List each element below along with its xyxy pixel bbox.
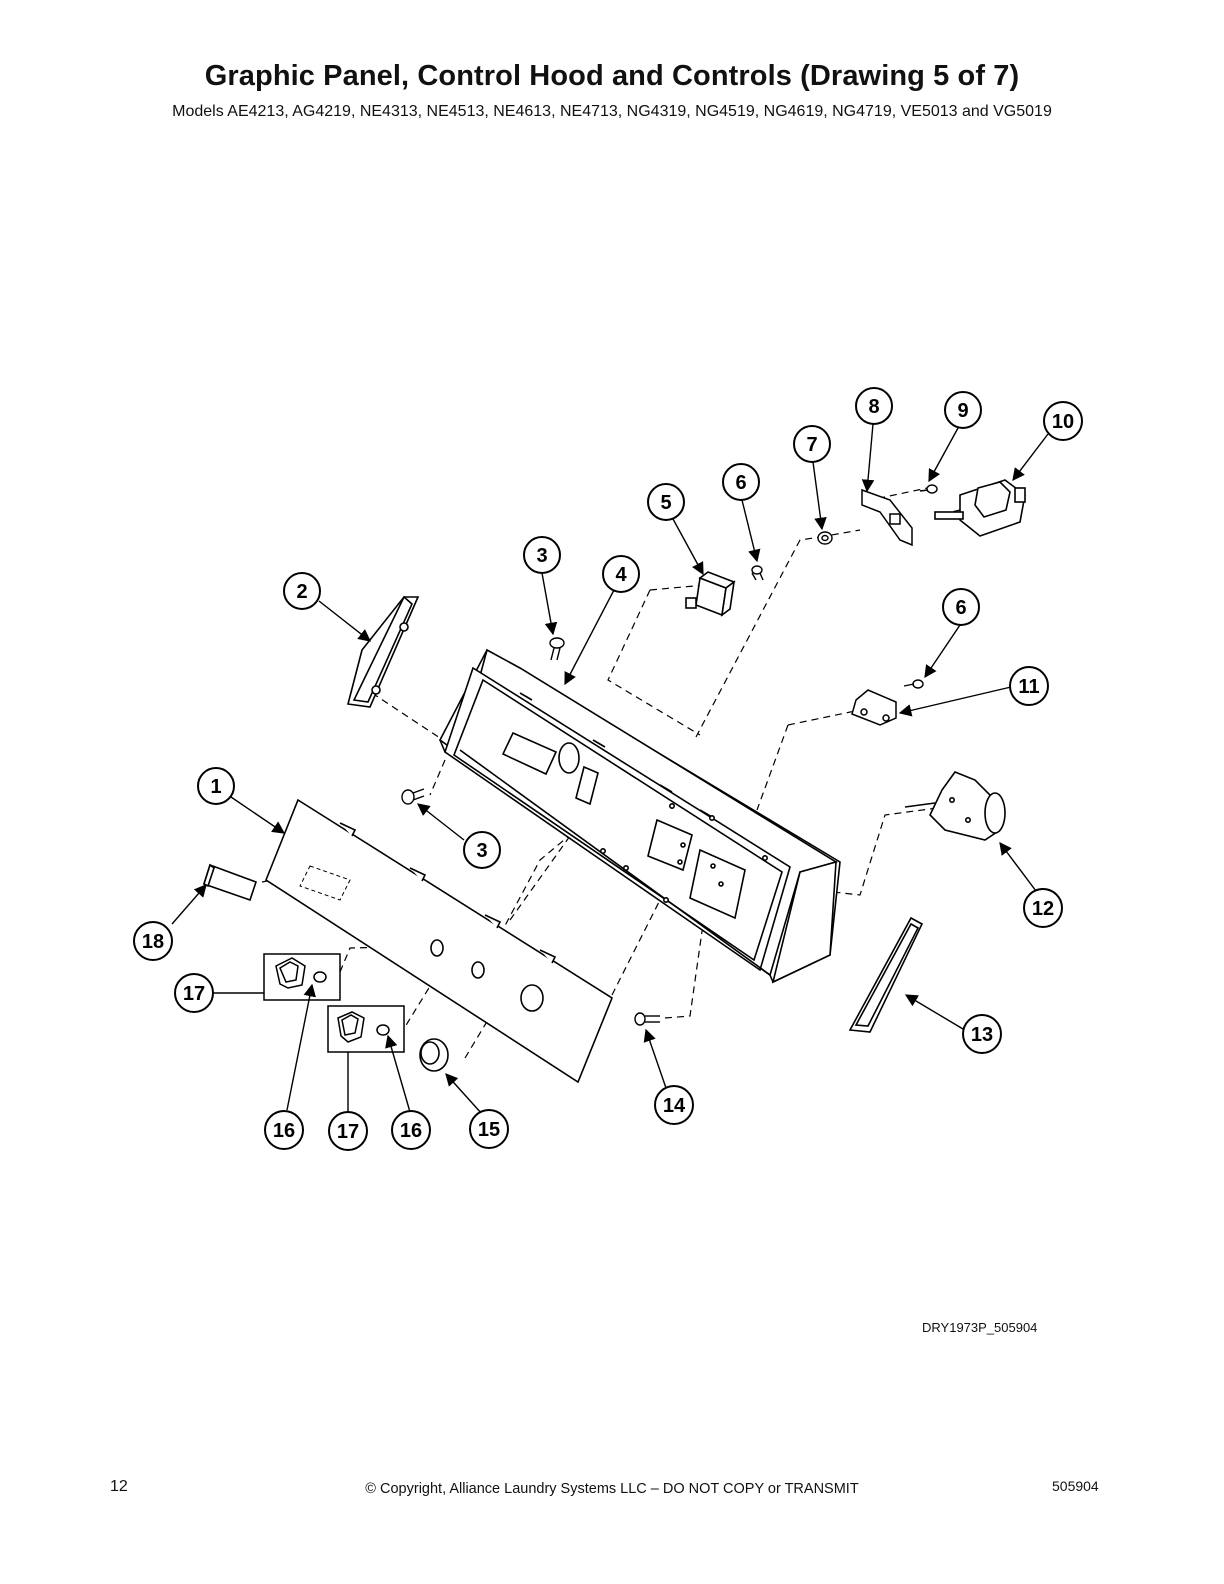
callout-12 <box>1023 888 1063 928</box>
callout-4 <box>602 555 640 593</box>
screw-6-lower <box>903 679 924 689</box>
document-number: 505904 <box>1052 1478 1099 1494</box>
timer-part <box>904 771 1006 841</box>
knob-large <box>419 1038 449 1072</box>
callout-label-15: 15 <box>478 1119 500 1141</box>
end-cap-left <box>346 595 420 708</box>
callout-17b <box>328 1111 368 1151</box>
callout-10 <box>1043 401 1083 441</box>
callout-label-6a: 6 <box>735 472 746 494</box>
callout-label-6b: 6 <box>955 597 966 619</box>
callout-3a <box>523 536 561 574</box>
callout-label-10: 10 <box>1052 411 1074 433</box>
models-subtitle: Models AE4213, AG4219, NE4313, NE4513, N… <box>172 103 1052 120</box>
callout-circles <box>133 387 1083 1151</box>
callout-1 <box>197 767 235 805</box>
callout-7 <box>793 425 831 463</box>
callout-label-17a: 17 <box>183 983 205 1005</box>
callout-label-1: 1 <box>210 776 221 798</box>
callout-label-9: 9 <box>957 400 968 422</box>
screw-9 <box>919 484 938 494</box>
callout-label-18: 18 <box>142 931 164 953</box>
control-hood <box>438 648 841 984</box>
callout-label-13: 13 <box>971 1024 993 1046</box>
knob-assembly-lower <box>327 1005 405 1053</box>
drawing-id: DRY1973P_505904 <box>922 1320 1038 1335</box>
page-number: 12 <box>110 1478 128 1495</box>
nut-part <box>817 531 833 545</box>
callout-label-16a: 16 <box>273 1120 295 1142</box>
screw-6-upper <box>751 565 764 581</box>
callout-label-17b: 17 <box>337 1121 359 1143</box>
callout-label-11: 11 <box>1018 676 1039 698</box>
callout-16a <box>264 1110 304 1150</box>
callout-label-16b: 16 <box>400 1120 422 1142</box>
end-cap-right <box>848 916 924 1033</box>
callout-label-3a: 3 <box>536 545 547 567</box>
callout-label-7: 7 <box>806 434 817 456</box>
callout-13 <box>962 1014 1002 1054</box>
callout-label-14: 14 <box>663 1095 686 1117</box>
callout-label-4: 4 <box>615 564 627 586</box>
page-title: Graphic Panel, Control Hood and Controls… <box>204 60 1020 92</box>
callout-label-3b: 3 <box>476 840 487 862</box>
callout-6a <box>722 463 760 501</box>
callout-14 <box>654 1085 694 1125</box>
leader-lines <box>171 423 1049 1115</box>
callout-18 <box>133 921 173 961</box>
selector-switch <box>934 479 1026 537</box>
indicator-lens <box>203 863 258 902</box>
callout-label-8: 8 <box>868 396 879 418</box>
callout-15 <box>469 1109 509 1149</box>
callout-3b <box>463 831 501 869</box>
screw-14 <box>634 1012 660 1026</box>
callout-label-5: 5 <box>660 492 671 514</box>
callout-2 <box>283 572 321 610</box>
screw-upper <box>549 637 565 661</box>
callout-17a <box>174 973 214 1013</box>
callout-16b <box>391 1110 431 1150</box>
bracket-part <box>861 488 913 547</box>
callout-label-2: 2 <box>296 581 307 603</box>
sensor-part <box>851 689 897 726</box>
callout-11 <box>1009 666 1049 706</box>
switch-part <box>685 571 736 617</box>
callout-5 <box>647 483 685 521</box>
callout-6b <box>942 588 980 626</box>
copyright-notice: © Copyright, Alliance Laundry Systems LL… <box>365 1481 859 1497</box>
callout-label-12: 12 <box>1032 898 1054 920</box>
callout-9 <box>944 391 982 429</box>
knob-assembly-upper <box>263 953 341 1001</box>
callout-8 <box>855 387 893 425</box>
graphic-panel <box>265 798 613 1084</box>
callout-labels: 1 2 3 3 4 5 6 6 7 8 9 10 11 12 13 14 15 … <box>142 396 1074 1143</box>
screw-lower <box>401 788 425 805</box>
